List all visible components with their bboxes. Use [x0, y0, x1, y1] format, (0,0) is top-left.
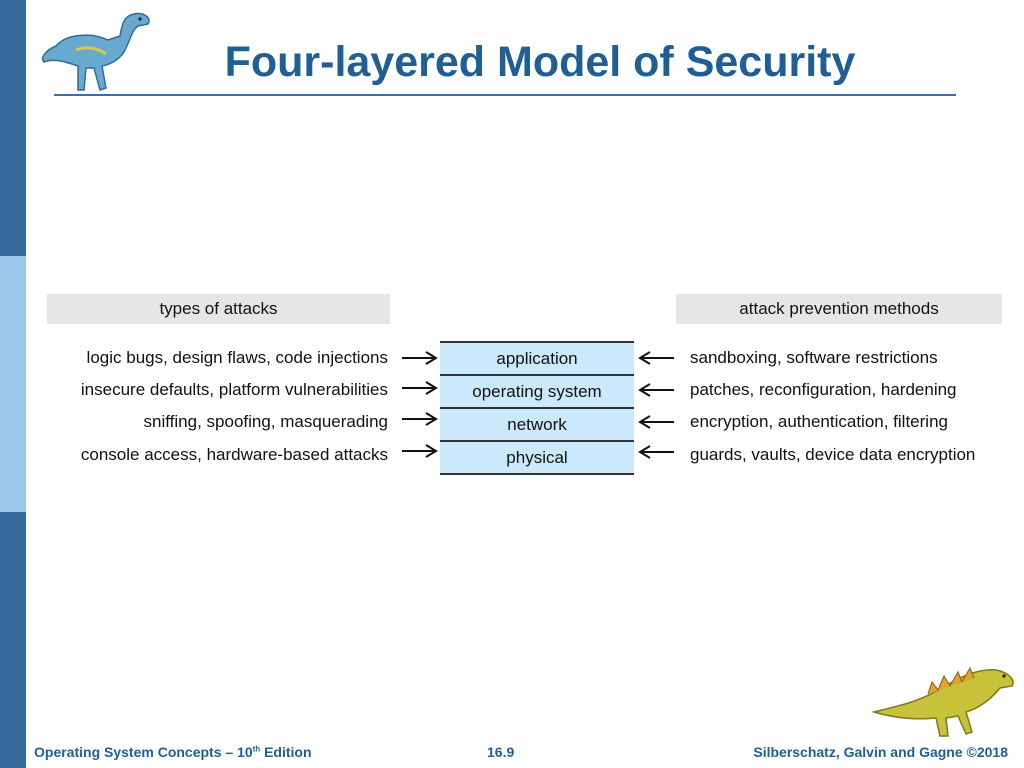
arrow-left-icon: [638, 415, 674, 429]
sidebar-segment-middle: [0, 256, 26, 512]
attack-text-network: sniffing, spoofing, masquerading: [143, 412, 388, 431]
sidebar-segment-bottom: [0, 512, 26, 768]
attack-text-physical: console access, hardware-based attacks: [80, 445, 388, 464]
dinosaur-logo-icon: [42, 12, 150, 91]
dinosaur-logo-icon: [871, 666, 1014, 737]
arrow-left-icon: [638, 351, 674, 365]
footer-copyright: Silberschatz, Galvin and Gagne ©2018: [753, 744, 1008, 760]
arrow-right-icon: [402, 412, 438, 426]
arrow-right-icon: [402, 381, 438, 395]
arrow-right-icon: [402, 444, 438, 458]
arrow-right-icon: [402, 351, 438, 365]
layer-network: network: [440, 407, 634, 440]
title-underline: [54, 94, 956, 96]
attack-text-application: logic bugs, design flaws, code injection…: [86, 348, 388, 367]
sidebar-segment-top: [0, 0, 26, 256]
prevention-header: attack prevention methods: [676, 294, 1002, 324]
attack-text-operating-system: insecure defaults, platform vulnerabilit…: [80, 380, 388, 399]
layer-stack: application operating system network phy…: [440, 341, 634, 475]
page-title: Four-layered Model of Security: [224, 38, 856, 86]
left-decorative-bar: [0, 0, 26, 768]
footer-page-number: 16.9: [487, 744, 515, 760]
prevention-text-application: sandboxing, software restrictions: [690, 348, 938, 367]
layer-physical: physical: [440, 440, 634, 475]
prevention-text-network: encryption, authentication, filtering: [690, 412, 948, 431]
arrow-left-icon: [638, 383, 674, 397]
attacks-header: types of attacks: [47, 294, 390, 324]
prevention-text-physical: guards, vaults, device data encryption: [690, 445, 976, 464]
arrow-left-icon: [638, 445, 674, 459]
layer-application: application: [440, 341, 634, 374]
footer-book-title: Operating System Concepts – 10th Edition: [34, 744, 312, 760]
prevention-text-operating-system: patches, reconfiguration, hardening: [690, 380, 957, 399]
layer-operating-system: operating system: [440, 374, 634, 407]
